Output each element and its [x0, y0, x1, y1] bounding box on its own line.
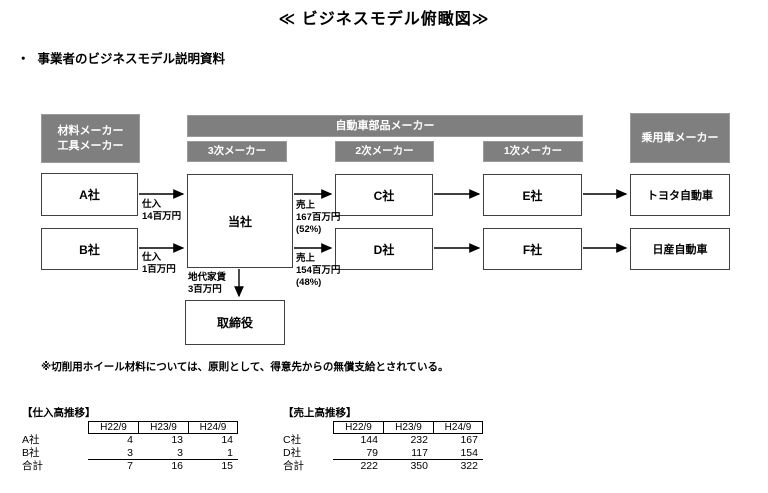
table-value: 167	[460, 434, 478, 446]
row-label: A社	[22, 434, 40, 446]
col-header: H24/9	[433, 421, 483, 434]
box-company-a: A社	[41, 173, 138, 216]
header-tier3-maker: 3次メーカー	[187, 141, 287, 162]
col-header: H22/9	[333, 421, 383, 434]
sales-table-title: 【売上高推移】	[283, 407, 357, 419]
purchase-trend-table: 【仕入高推移】 H22/9 H23/9 H24/9 A社 4 13 14 B社 …	[22, 406, 238, 473]
sales-trend-table: 【売上高推移】 H22/9 H23/9 H24/9 C社 144 232 167…	[283, 406, 483, 473]
row-label: 合計	[22, 460, 43, 472]
footnote: ※切削用ホイール材料については、原則として、得意先からの無償支給とされている。	[41, 361, 449, 373]
purchase-table-title: 【仕入高推移】	[22, 407, 96, 419]
table-value: 144	[360, 434, 378, 446]
subtitle-text: 事業者のビジネスモデル説明資料	[37, 52, 226, 66]
label-purchase-from-a: 仕入 14百万円	[142, 199, 182, 222]
header-auto-parts-maker: 自動車部品メーカー	[187, 115, 583, 137]
label-rent: 地代家賃 3百万円	[188, 272, 227, 295]
table-value: 322	[460, 460, 478, 472]
row-label: 合計	[283, 460, 304, 472]
box-company-d: D社	[335, 228, 433, 270]
table-value: 16	[171, 460, 183, 472]
box-company-c: C社	[335, 174, 433, 216]
table-value: 3	[88, 447, 138, 460]
table-value: 15	[221, 460, 233, 472]
box-director: 取締役	[185, 300, 285, 345]
spacer-cell	[22, 421, 88, 434]
spacer-cell	[283, 421, 333, 434]
box-own-company: 当社	[187, 174, 293, 268]
table-value: 14	[221, 434, 233, 446]
table-value: 222	[360, 460, 378, 472]
header-tier1-maker: 1次メーカー	[483, 141, 583, 162]
bullet-glyph: ・	[17, 52, 30, 66]
table-value: 13	[171, 434, 183, 446]
label-sales-to-d: 売上 154百万円 (48%)	[296, 253, 341, 288]
table-value: 4	[127, 434, 133, 446]
table-value: 154	[433, 447, 483, 460]
label-purchase-from-b: 仕入 1百万円	[142, 252, 176, 275]
table-value: 7	[127, 460, 133, 472]
box-company-e: E社	[483, 174, 582, 216]
box-company-f: F社	[483, 228, 582, 270]
table-value: 350	[410, 460, 428, 472]
col-header: H23/9	[383, 421, 433, 434]
row-label: C社	[283, 434, 302, 446]
table-value: 79	[333, 447, 383, 460]
col-header: H23/9	[138, 421, 188, 434]
col-header: H22/9	[88, 421, 138, 434]
col-header: H24/9	[188, 421, 238, 434]
header-tier2-maker: 2次メーカー	[335, 141, 434, 162]
label-sales-to-c: 売上 167百万円 (52%)	[296, 200, 341, 235]
box-toyota: トヨタ自動車	[630, 174, 730, 216]
row-label: D社	[283, 447, 302, 459]
header-material-tool-maker: 材料メーカー 工具メーカー	[41, 114, 140, 163]
table-value: 117	[383, 447, 433, 460]
table-value: 232	[410, 434, 428, 446]
table-value: 1	[188, 447, 238, 460]
header-passenger-car-maker: 乗用車メーカー	[630, 113, 730, 163]
row-label: B社	[22, 447, 40, 459]
box-company-b: B社	[41, 228, 138, 270]
table-value: 3	[138, 447, 188, 460]
subtitle-line: ・ 事業者のビジネスモデル説明資料	[17, 48, 225, 67]
page-title: ≪ ビジネスモデル俯瞰図≫	[278, 11, 490, 28]
box-nissan: 日産自動車	[630, 228, 730, 270]
